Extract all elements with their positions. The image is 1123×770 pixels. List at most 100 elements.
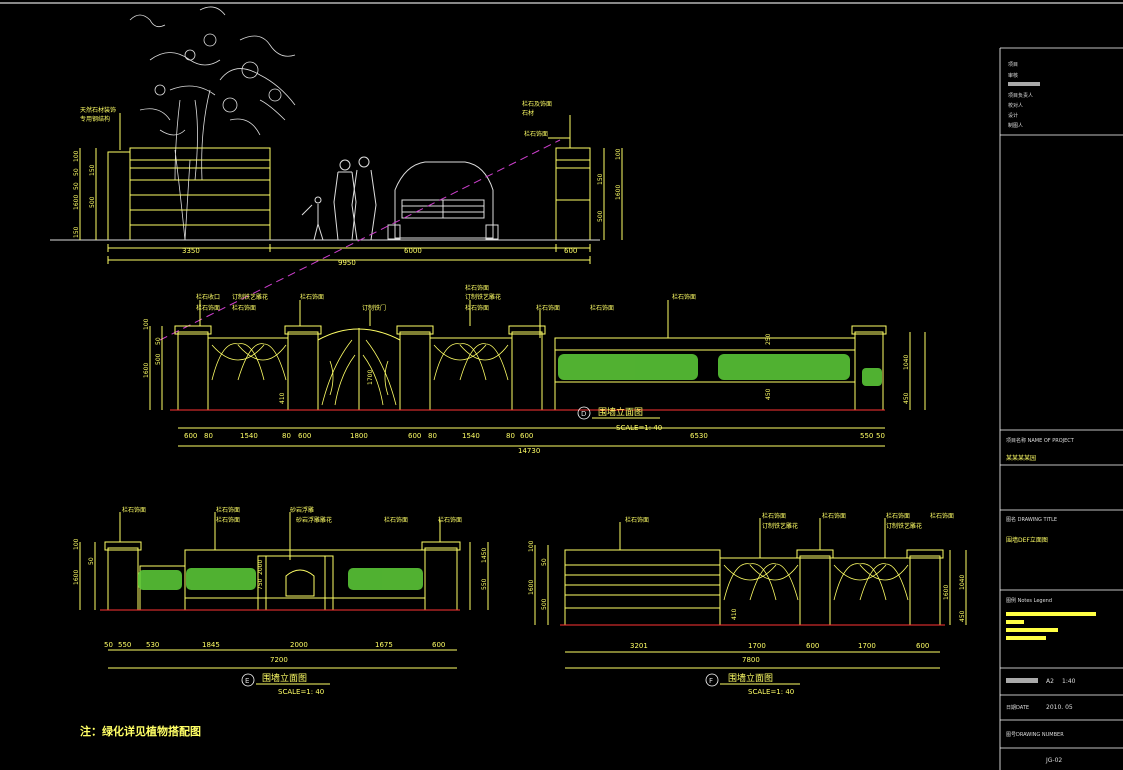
elev-e-dim-v-4: 750 [257,578,264,590]
elevation-f-vertical-dims: 100 50 1600 500 410 1040 1600 450 [528,540,966,622]
elevation-e-vertical-dims: 100 50 1600 2000 750 550 1450 [73,538,488,590]
elev-e-dim-2: 530 [146,641,159,649]
elev-d-label-5: 订制铁门 [362,304,386,312]
elev-e-label-6: 栏石饰面 [438,516,462,524]
elevation-d [149,300,926,447]
elev-top-dim-h-0: 3350 [182,247,200,255]
elevation-d-title: D 围墙立面图 SCALE=1: 40 [577,406,662,432]
elev-e-label-3: 砂岩浮雕 [290,506,314,514]
elevation-f-dims: 3201 1700 600 1700 600 7800 [630,642,929,664]
elev-d-label-6: 栏石饰面 [465,284,489,292]
elevation-e-dims: 50 550 530 1845 2000 1675 600 7200 [104,641,445,664]
header-row-2: 项目负责人 [1008,92,1033,99]
elev-d-dim-13: 50 [876,432,885,440]
elev-d-dim-v-2: 500 [155,353,162,365]
elev-e-dim-0: 50 [104,641,113,649]
elevation-top [50,6,623,264]
elev-f-dim-3: 1700 [858,642,876,650]
elev-d-dim-11: 6530 [690,432,708,440]
elev-f-dim-v-2: 1600 [528,580,535,595]
header-row-4: 设计 [1008,112,1018,119]
elev-d-dim-v-0: 100 [143,318,150,330]
header-row-1: 审核 [1008,72,1018,79]
people-icon [301,156,377,241]
elev-top-dim-h-1: 6000 [404,247,422,255]
elev-top-label-b: 专用钢结构 [80,115,110,123]
elev-d-dim-6: 600 [408,432,421,440]
elev-d-title-text: 围墙立面图 [598,406,643,418]
elev-e-total: 7200 [270,656,288,664]
date-label: 日期DATE [1006,705,1029,711]
elev-e-dim-v-5: 550 [481,578,488,590]
elev-f-label-0: 栏石饰面 [625,516,649,524]
elev-d-dim-4: 600 [298,432,311,440]
number-value: JG-02 [1045,757,1062,764]
elev-d-dim-12: 550 [860,432,873,440]
elev-top-label-c: 栏石及饰面 [522,100,552,108]
elev-d-dim-0: 600 [184,432,197,440]
elev-top-dim-v-right-3: 500 [597,210,604,222]
elev-top-dim-v-5: 1600 [73,195,80,210]
elev-f-dim-v-7: 450 [959,610,966,622]
elev-e-marker: E [245,677,249,685]
elev-d-scale: SCALE=1: 40 [616,424,662,432]
elev-f-total: 7800 [742,656,760,664]
dashed-guideline [159,139,561,341]
elev-e-label-1: 栏石饰面 [216,506,240,514]
elev-e-label-5: 栏石饰面 [384,516,408,524]
elev-e-label-0: 栏石饰面 [122,506,146,514]
elev-e-scale: SCALE=1: 40 [278,688,324,696]
elev-d-dim-9: 80 [506,432,515,440]
scale-value: 1:40 [1062,678,1076,685]
elevation-d-labels: 栏石收口 栏石饰面 订制铁艺雕花 栏石饰面 栏石饰面 订制铁门 栏石饰面 订制铁… [196,284,696,312]
elev-d-dim-v-9: 450 [765,388,772,400]
elev-e-dim-1: 550 [118,641,131,649]
elevation-f-fence-pattern [723,563,909,601]
elevation-e-hedges [138,568,423,590]
elev-f-dim-1: 1700 [748,642,766,650]
elevation-f [534,518,967,669]
elev-d-label-0: 栏石收口 [196,293,220,301]
elev-d-dim-8: 1540 [462,432,480,440]
elev-f-dim-v-3: 500 [541,598,548,610]
elev-top-dim-v-6: 150 [73,226,80,238]
elev-f-dim-v-1: 50 [541,558,548,566]
elev-e-dim-v-2: 1600 [73,570,80,585]
elev-top-dim-v-0: 100 [73,150,80,162]
elev-e-dim-6: 600 [432,641,445,649]
elev-f-label-1: 栏石饰面 [762,512,786,520]
elev-d-dim-v-3: 1600 [143,363,150,378]
elev-d-total: 14730 [518,447,540,455]
elev-f-marker: F [709,677,713,685]
elev-top-label-a: 天然石材装饰 [80,106,116,114]
elev-d-dim-2: 1540 [240,432,258,440]
elev-f-dim-4: 600 [916,642,929,650]
elev-e-dim-v-1: 50 [88,557,95,565]
elev-f-label-5: 订制铁艺雕花 [886,522,922,530]
title-block-header-rows: 项目 审核 项目负责人 校对人 设计 制图人 [1008,62,1040,129]
elevation-d-fence-pattern [211,339,509,406]
elev-e-label-4: 砂岩浮雕雕花 [296,516,332,524]
legend-bars [1006,612,1096,640]
elev-f-title-text: 围墙立面图 [728,672,773,684]
scale-swatch [1006,678,1038,683]
elev-e-dim-5: 1675 [375,641,393,649]
elev-top-dim-v-3: 50 [73,182,80,190]
elevation-e-labels: 栏石饰面 栏石饰面 栏石饰面 砂岩浮雕 砂岩浮雕雕花 栏石饰面 栏石饰面 [122,506,462,524]
elev-top-dim-v-right-0: 100 [615,148,622,160]
elev-d-dim-5: 1800 [350,432,368,440]
elevation-d-dims: 600 80 1540 80 600 1800 600 80 1540 80 6… [184,432,885,455]
greening-note: 注：绿化详见植物搭配图 [80,724,201,738]
scale-label: A2 [1046,678,1054,685]
elev-d-label-2: 订制铁艺雕花 [232,293,268,301]
elev-f-dim-2: 600 [806,642,819,650]
header-row-5: 制图人 [1008,122,1023,129]
elev-top-vertical-dims: 100 50 150 50 500 1600 150 100 150 1600 … [73,148,622,238]
project-label: 项目名称 NAME OF PROJECT [1006,437,1075,444]
elev-f-dim-0: 3201 [630,642,648,650]
elev-d-label-9: 栏石饰面 [536,304,560,312]
elevation-e [79,512,489,669]
elev-d-dim-v-4: 410 [279,392,286,404]
elev-d-label-4: 栏石饰面 [300,293,324,301]
